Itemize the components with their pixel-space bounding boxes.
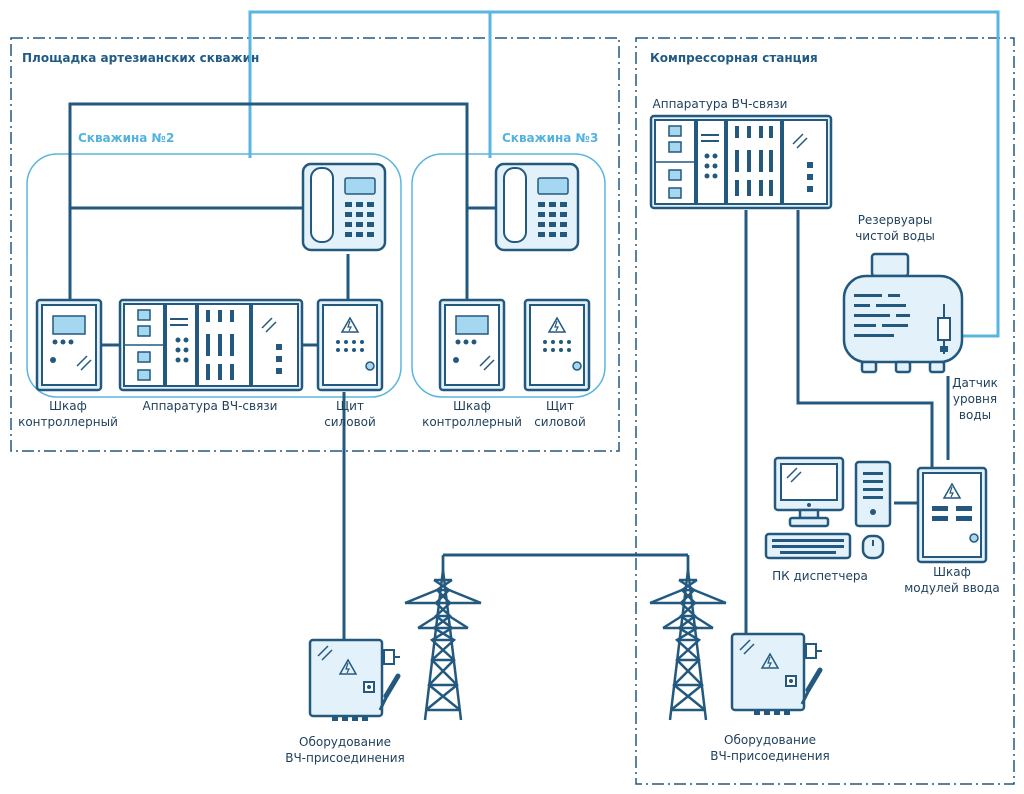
label-reservoir-line2: чистой воды xyxy=(855,229,935,243)
label-coupling-left-line1: Оборудование xyxy=(299,735,391,749)
hf-equipment-left xyxy=(118,298,304,392)
hf-coupling-equipment-right xyxy=(730,632,823,715)
hf-coupling-equipment-left xyxy=(308,638,401,721)
label-level-sensor-line3: воды xyxy=(959,408,991,422)
label-hf-equipment-right: Аппаратура ВЧ-связи xyxy=(653,97,788,111)
well-2-title: Скважина №2 xyxy=(78,131,174,145)
label-power-panel-2-line1: Щит xyxy=(546,399,574,413)
transmission-tower-right xyxy=(649,555,727,721)
light-links xyxy=(248,10,1000,338)
telephone-well-2 xyxy=(301,162,387,252)
well-3-container xyxy=(411,153,606,398)
dispatcher-pc xyxy=(764,456,892,560)
transmission-tower-left xyxy=(404,555,482,721)
label-power-panel-1-line1: Щит xyxy=(336,399,364,413)
hf-equipment-right xyxy=(649,114,833,210)
zone-left-title: Площадка артезианских скважин xyxy=(22,51,259,65)
power-panel-1 xyxy=(316,298,384,392)
label-power-panel-1-line2: силовой xyxy=(324,415,376,429)
controller-cabinet-1 xyxy=(35,298,103,392)
label-coupling-right-line2: ВЧ-присоединения xyxy=(710,749,830,763)
label-controller-cabinet-1-line1: Шкаф xyxy=(49,399,87,413)
label-reservoir-line1: Резервуары xyxy=(858,213,933,227)
label-level-sensor-line2: уровня xyxy=(953,392,997,406)
well-2-container xyxy=(26,153,402,398)
zone-artesian-wells xyxy=(10,37,620,452)
label-level-sensor-line1: Датчик xyxy=(952,376,998,390)
label-controller-cabinet-2-line2: контроллерный xyxy=(422,415,522,429)
label-input-modules-line2: модулей ввода xyxy=(904,581,1000,595)
component-labels: Шкаф контроллерный Аппаратура ВЧ-связи Щ… xyxy=(18,97,1000,765)
clean-water-reservoir xyxy=(842,252,964,374)
label-controller-cabinet-1-line2: контроллерный xyxy=(18,415,118,429)
zone-right-title: Компрессорная станция xyxy=(650,51,818,65)
label-power-panel-2-line2: силовой xyxy=(534,415,586,429)
well-3-title: Скважина №3 xyxy=(502,131,598,145)
zone-compressor-station xyxy=(635,37,1015,785)
input-modules-cabinet xyxy=(916,466,988,564)
label-controller-cabinet-2-line1: Шкаф xyxy=(453,399,491,413)
label-dispatcher-pc: ПК диспетчера xyxy=(772,569,868,583)
label-coupling-right-line1: Оборудование xyxy=(724,733,816,747)
label-input-modules-line1: Шкаф xyxy=(933,565,971,579)
label-hf-equipment-left: Аппаратура ВЧ-связи xyxy=(143,399,278,413)
power-panel-2 xyxy=(523,298,591,392)
telephone-well-3 xyxy=(494,162,580,252)
controller-cabinet-2 xyxy=(438,298,506,392)
label-coupling-left-line2: ВЧ-присоединения xyxy=(285,751,405,765)
